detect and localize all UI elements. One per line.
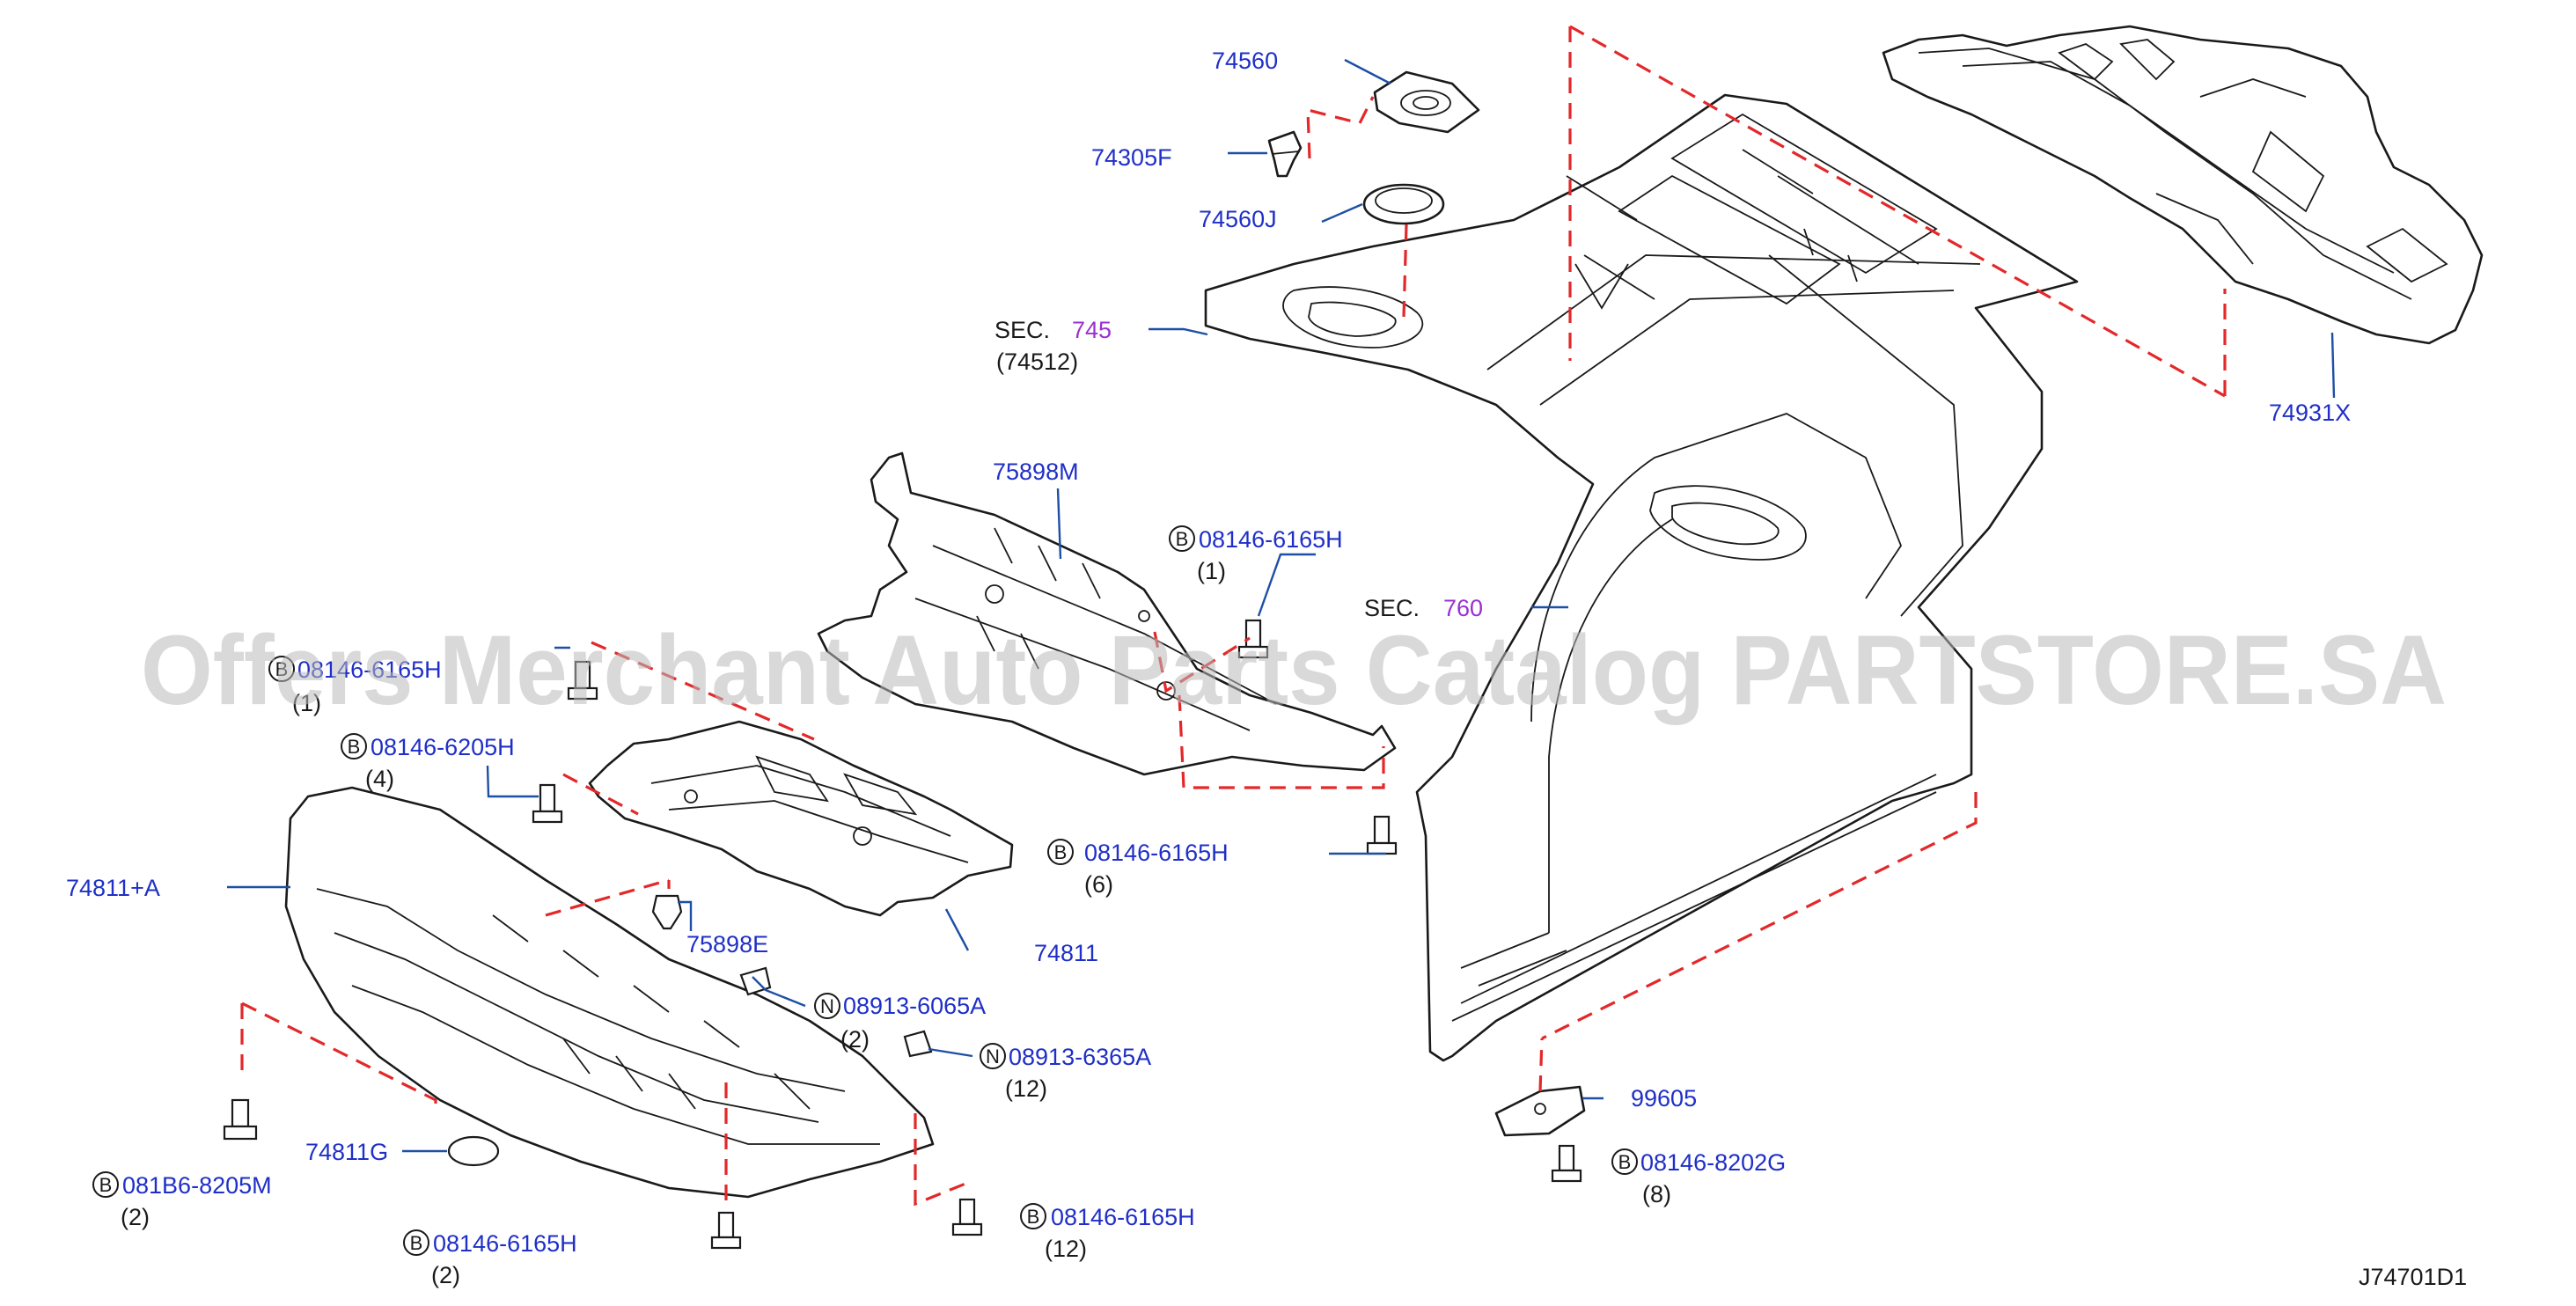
label-99605: 99605	[1631, 1085, 1697, 1112]
fastener-qty: (2)	[431, 1262, 460, 1288]
fastener-qty: (12)	[1005, 1075, 1047, 1102]
fastener-callout: B 08146-6165H (6)	[1047, 839, 1229, 898]
label-74560j: 74560J	[1199, 206, 1277, 232]
section-ref-760: SEC. 760	[1364, 595, 1483, 621]
fastener-qty: (12)	[1045, 1236, 1087, 1262]
badge-letter: B	[410, 1232, 423, 1254]
fastener-qty: (2)	[121, 1204, 150, 1230]
fastener-code: 08146-6165H	[297, 657, 442, 683]
fastener-code: 08146-6165H	[1199, 526, 1343, 553]
fastener-callout: B 08146-6165H (1)	[1169, 525, 1343, 584]
bolt-icon	[223, 1098, 258, 1141]
label-74811g: 74811G	[305, 1139, 388, 1165]
badge-letter: B	[99, 1174, 113, 1196]
diagram-code: J74701D1	[2359, 1264, 2467, 1290]
grommet-icon	[447, 1135, 500, 1167]
section-number: 760	[1443, 595, 1483, 621]
bolt-icon	[1366, 815, 1398, 855]
label-74931x: 74931X	[2269, 400, 2351, 426]
fastener-callout: B 08146-6205H (4)	[341, 733, 515, 792]
section-ref-745: SEC. 745 (74512)	[994, 317, 1112, 375]
bolt-icon	[951, 1198, 983, 1236]
badge-letter: B	[275, 658, 289, 680]
watermark-text: Offers Merchant Auto Parts Catalog PARTS…	[141, 615, 2447, 725]
badge-letter: N	[820, 995, 834, 1017]
fastener-code: 08146-6205H	[371, 734, 515, 760]
rear-floor-body-structure	[1204, 93, 2079, 1062]
bolt-icon	[532, 783, 563, 824]
fastener-callout: B 08146-8202G (8)	[1611, 1148, 1786, 1207]
under-cover-75898m	[817, 451, 1397, 776]
fastener-callout: N 08913-6065A (2)	[814, 993, 986, 1053]
bolt-icon	[1237, 619, 1269, 659]
nut-icon	[903, 1030, 933, 1058]
fastener-callout: N 08913-6365A (12)	[980, 1043, 1151, 1102]
section-sub: (74512)	[996, 349, 1078, 375]
clip-icon	[651, 894, 683, 930]
fastener-qty: (6)	[1084, 871, 1113, 898]
fastener-code: 08913-6065A	[843, 993, 986, 1019]
bolt-icon	[710, 1211, 742, 1250]
label-75898e: 75898E	[686, 931, 768, 957]
fastener-callout: B 08146-6165H (1)	[268, 656, 442, 716]
grommet-74560j	[1362, 183, 1445, 225]
fastener-qty: (2)	[840, 1026, 870, 1053]
fastener-qty: (1)	[292, 690, 321, 716]
badge-letter: B	[348, 736, 361, 758]
insulator-74931x	[1882, 25, 2484, 345]
fastener-callout: B 08146-6165H (12)	[1020, 1203, 1195, 1262]
badge-letter: B	[1054, 841, 1068, 863]
label-74560: 74560	[1212, 48, 1278, 74]
label-74305f: 74305F	[1091, 144, 1172, 171]
seal-plate-74560	[1373, 70, 1480, 134]
leader-lines	[227, 58, 2336, 1153]
clip-74305f	[1267, 130, 1303, 178]
fastener-code: 08146-8202G	[1640, 1149, 1786, 1176]
bracket-99605	[1494, 1085, 1586, 1137]
fastener-qty: (8)	[1642, 1181, 1671, 1207]
fastener-code: 08913-6365A	[1009, 1044, 1151, 1070]
fastener-qty: (4)	[365, 766, 394, 792]
badge-letter: N	[986, 1046, 1000, 1068]
fastener-callout: B 08146-6165H (2)	[403, 1229, 577, 1288]
badge-letter: B	[1176, 528, 1189, 550]
fastener-code: 08146-6165H	[1051, 1204, 1195, 1230]
front-under-cover-74811a	[284, 786, 935, 1199]
bolt-icon	[567, 660, 598, 701]
fastener-code: 08146-6165H	[1084, 840, 1229, 866]
badge-letter: B	[1027, 1206, 1040, 1228]
section-prefix: SEC.	[1364, 595, 1420, 621]
section-prefix: SEC.	[994, 317, 1050, 343]
fastener-code: 081B6-8205M	[122, 1172, 272, 1199]
label-74811: 74811	[1034, 940, 1098, 966]
assembly-lines	[240, 25, 2227, 1207]
fastener-code: 08146-6165H	[433, 1230, 577, 1257]
fastener-callout: B 081B6-8205M (2)	[92, 1171, 272, 1230]
section-number: 745	[1072, 317, 1112, 343]
part-labels: 74560 74305F 74560J 74931X 75898M 75898E…	[66, 48, 2351, 1165]
bolt-icon	[1551, 1144, 1582, 1183]
fastener-qty: (1)	[1197, 558, 1226, 584]
label-74811a: 74811+A	[66, 875, 160, 901]
badge-letter: B	[1618, 1151, 1632, 1173]
under-cover-74811	[588, 720, 1014, 917]
label-75898m: 75898M	[993, 459, 1079, 485]
